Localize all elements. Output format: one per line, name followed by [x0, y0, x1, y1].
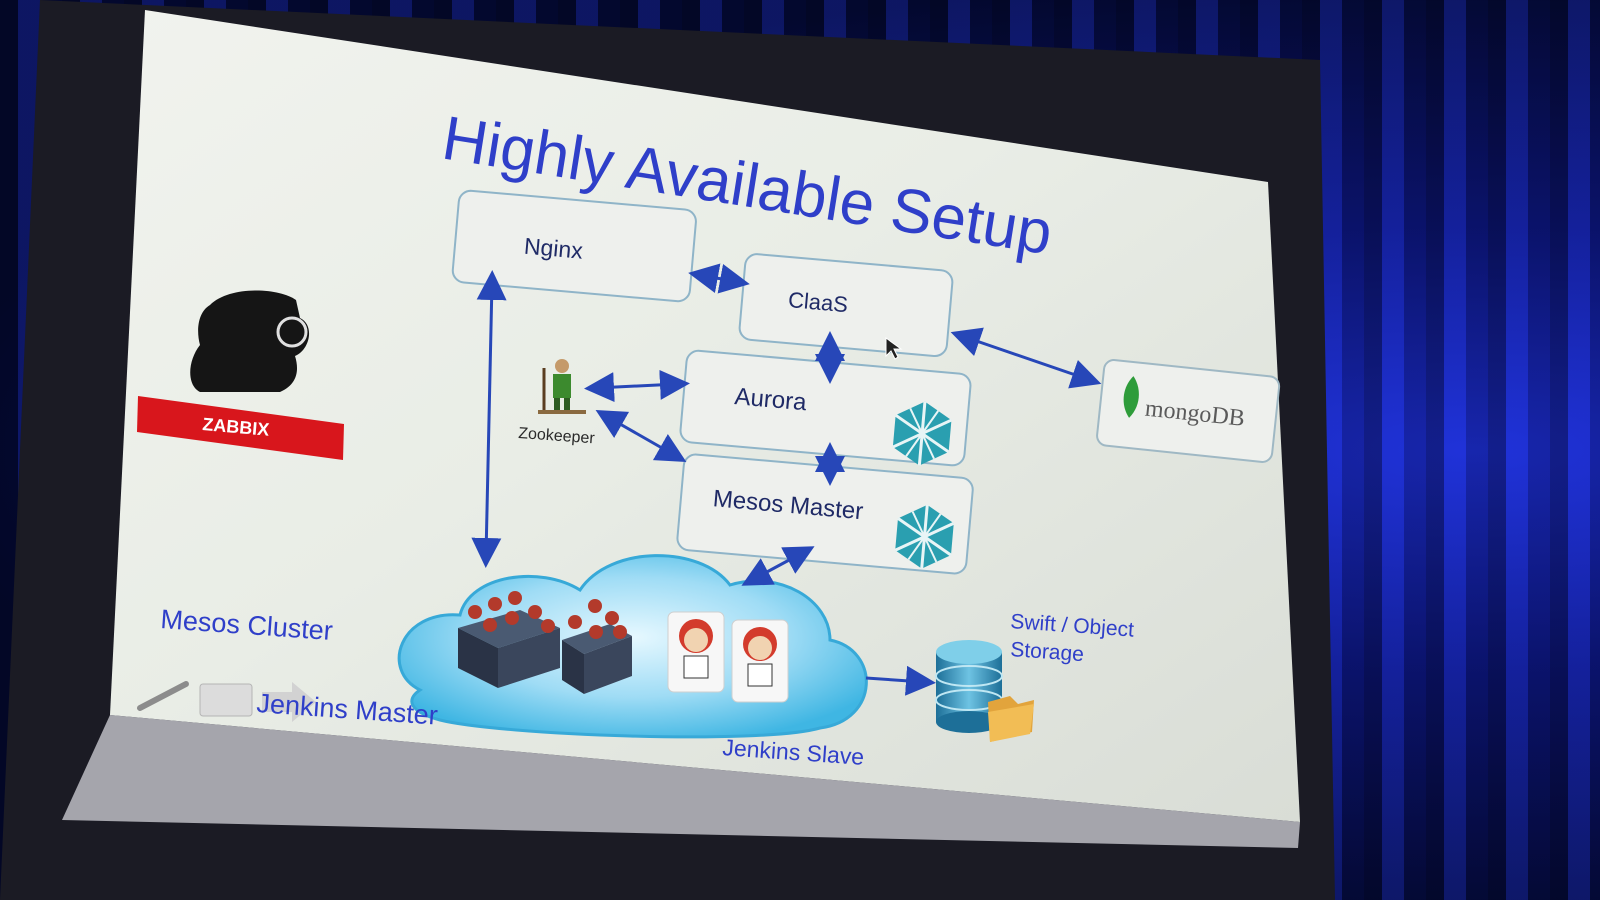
jenkins-butler-icon — [731, 619, 789, 703]
zookeeper-figure-icon — [538, 359, 586, 414]
database-icon — [935, 640, 1003, 733]
mongodb-leaf-icon — [1123, 376, 1139, 418]
arrow-cloud-storage — [865, 665, 936, 696]
zookeeper-label: Zookeeper — [518, 425, 596, 447]
hexagon-logo-icon — [894, 504, 955, 569]
arrow-nginx-cluster — [471, 270, 507, 568]
nginx-label: Nginx — [523, 233, 584, 264]
hexagon-logo-icon — [892, 401, 953, 466]
zabbix-badge — [137, 396, 344, 460]
arrow-zookeeper-aurora — [584, 369, 690, 403]
arrow-mesos-cloud — [741, 546, 815, 586]
page-icon — [199, 683, 253, 717]
aurora-box: Aurora — [679, 349, 972, 467]
claas-box: ClaaS — [738, 253, 954, 357]
mongodb-box: mongoDB — [1096, 359, 1281, 463]
cursor-icon — [885, 337, 903, 360]
nginx-box: Nginx — [451, 189, 697, 303]
arrow-right-icon — [262, 682, 316, 722]
mesos-cluster-server-icon — [458, 591, 560, 688]
aurora-label: Aurora — [733, 383, 808, 416]
jenkins-butler-icon — [667, 611, 725, 693]
pencil-icon — [137, 681, 189, 711]
arrow-claas-mongodb — [950, 327, 1102, 389]
arrow-nginx-claas — [688, 263, 750, 294]
folder-icon — [988, 696, 1034, 742]
arrow-zookeeper-mesos — [595, 410, 687, 462]
claas-label: ClaaS — [787, 287, 849, 317]
swift-storage-label-line2: Storage — [1010, 638, 1085, 666]
spy-silhouette-icon — [190, 290, 310, 392]
mesos-cluster-server-icon — [562, 599, 632, 694]
slide-bottom-edge — [62, 715, 1300, 848]
mesos-master-box: Mesos Master — [676, 453, 974, 575]
